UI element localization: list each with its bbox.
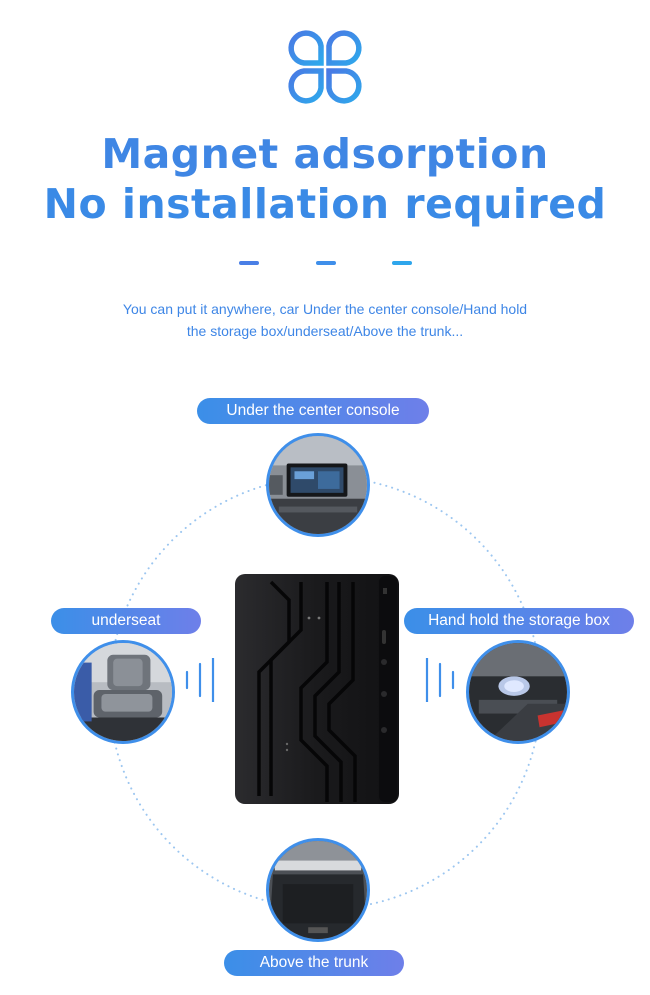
location-label-trunk: Above the trunk	[224, 950, 404, 976]
description-line-2: the storage box/underseat/Above the trun…	[186, 323, 464, 339]
gps-tracker-device	[231, 570, 403, 808]
headline-line-1: Magnet adsorption	[101, 130, 549, 178]
divider-dash-3	[392, 261, 412, 265]
location-label-underseat: underseat	[51, 608, 201, 634]
divider-dash-2	[316, 261, 336, 265]
storage-box-photo	[466, 640, 570, 744]
location-label-storage-box: Hand hold the storage box	[404, 608, 634, 634]
clover-logo-icon	[284, 26, 366, 108]
description: You can put it anywhere, car Under the c…	[95, 298, 555, 342]
divider-dash-1	[239, 261, 259, 265]
underseat-photo	[71, 640, 175, 744]
wireless-signal-icon-right	[418, 656, 458, 704]
description-line-1: You can put it anywhere, car Under the c…	[122, 301, 528, 317]
headline-line-2: No installation required	[43, 180, 607, 228]
center-console-photo	[266, 433, 370, 537]
location-label-center-console: Under the center console	[197, 398, 429, 424]
wireless-signal-icon-left	[182, 656, 222, 704]
trunk-photo	[266, 838, 370, 942]
